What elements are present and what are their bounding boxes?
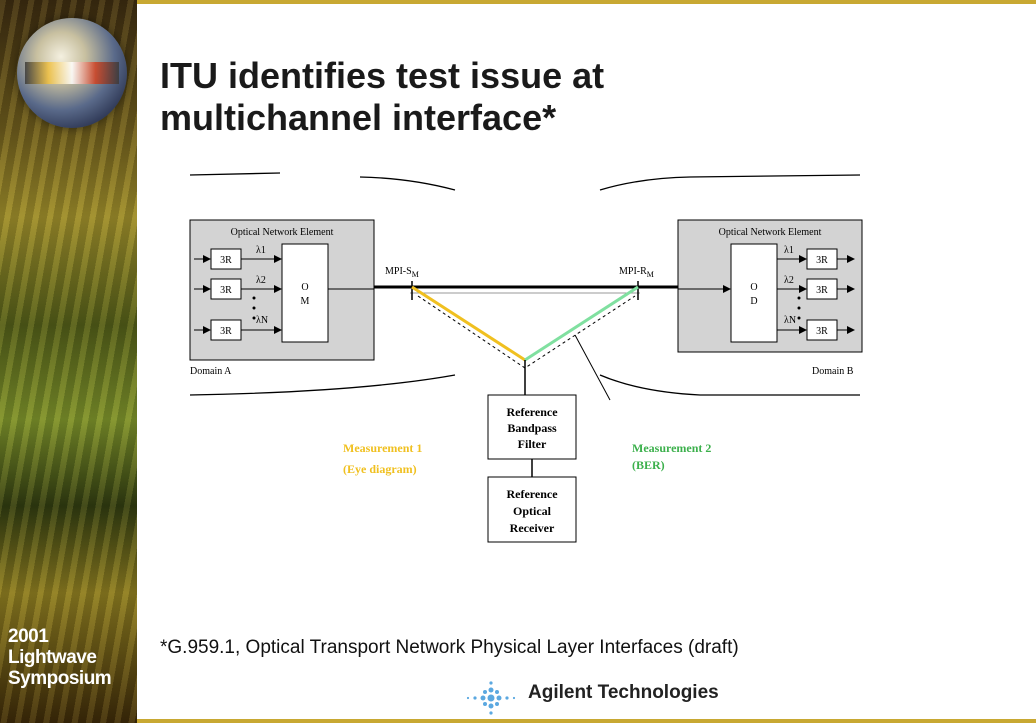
left-ne-title: Optical Network Element (231, 227, 334, 238)
right-box-1: 3R (816, 255, 828, 266)
measurement-1-title: Measurement 1 (343, 441, 422, 455)
mux-label-m: M (301, 296, 310, 307)
filter-line-2: Bandpass (507, 421, 557, 435)
demux-label-d: D (750, 296, 757, 307)
right-lambda-1: λ1 (784, 245, 794, 256)
slide-title: ITU identifies test issue at multichanne… (160, 55, 760, 139)
domain-b-label: Domain B (812, 366, 854, 377)
mux-label-o: O (301, 282, 308, 293)
receiver-line-1: Reference (506, 487, 558, 501)
event-name: 2001 Lightwave Symposium (8, 626, 112, 689)
filter-line-3: Filter (518, 437, 547, 451)
footnote: *G.959.1, Optical Transport Network Phys… (160, 637, 739, 658)
company-name: Agilent Technologies (528, 682, 719, 703)
domain-a-label: Domain A (190, 366, 232, 377)
filter-line-1: Reference (506, 405, 558, 419)
sidebar-banner: 2001 Lightwave Symposium (0, 0, 137, 723)
right-lambda-2: λ2 (784, 275, 794, 286)
right-lambda-n: λN (784, 315, 796, 326)
mpi-r-label: MPI-RM (619, 266, 654, 279)
event-year: 2001 (8, 626, 49, 647)
interface-diagram: Optical Network Element 3R 3R 3R λ1 λ2 λ… (189, 172, 863, 543)
measurement-1-sub: (Eye diagram) (343, 462, 417, 476)
right-network-element: Optical Network Element O D 3R 3R 3R λ1 … (677, 219, 863, 377)
measurement-2-title: Measurement 2 (632, 441, 711, 455)
agilent-spark-icon (466, 681, 516, 715)
reference-chain: Reference Bandpass Filter Reference Opti… (487, 394, 577, 543)
bottom-rule (137, 719, 1036, 723)
left-lambda-2: λ2 (256, 275, 266, 286)
right-box-2: 3R (816, 285, 828, 296)
left-lambda-1: λ1 (256, 245, 266, 256)
measurement-paths (411, 285, 639, 401)
domain-boundaries (189, 172, 861, 396)
globe-image (17, 18, 127, 128)
title-line-2: multichannel interface* (160, 97, 557, 138)
event-word-lightwave: Lightwave (8, 647, 97, 668)
left-box-1: 3R (220, 255, 232, 266)
left-lambda-n: λN (256, 315, 268, 326)
demux-label-o: O (750, 282, 757, 293)
globe-band (25, 62, 119, 84)
receiver-line-2: Optical (513, 504, 552, 518)
fiber-link (328, 281, 731, 300)
receiver-line-3: Receiver (510, 521, 555, 535)
measurement-2-sub: (BER) (632, 458, 665, 472)
event-word-symposium: Symposium (8, 668, 112, 689)
left-box-2: 3R (220, 285, 232, 296)
left-network-element: Optical Network Element 3R 3R 3R λ1 λ2 λ… (189, 219, 375, 377)
mpi-s-label: MPI-SM (385, 266, 419, 279)
right-box-3: 3R (816, 326, 828, 337)
right-ne-title: Optical Network Element (719, 227, 822, 238)
top-rule (137, 0, 1036, 4)
title-line-1: ITU identifies test issue at (160, 55, 605, 96)
left-box-3: 3R (220, 326, 232, 337)
